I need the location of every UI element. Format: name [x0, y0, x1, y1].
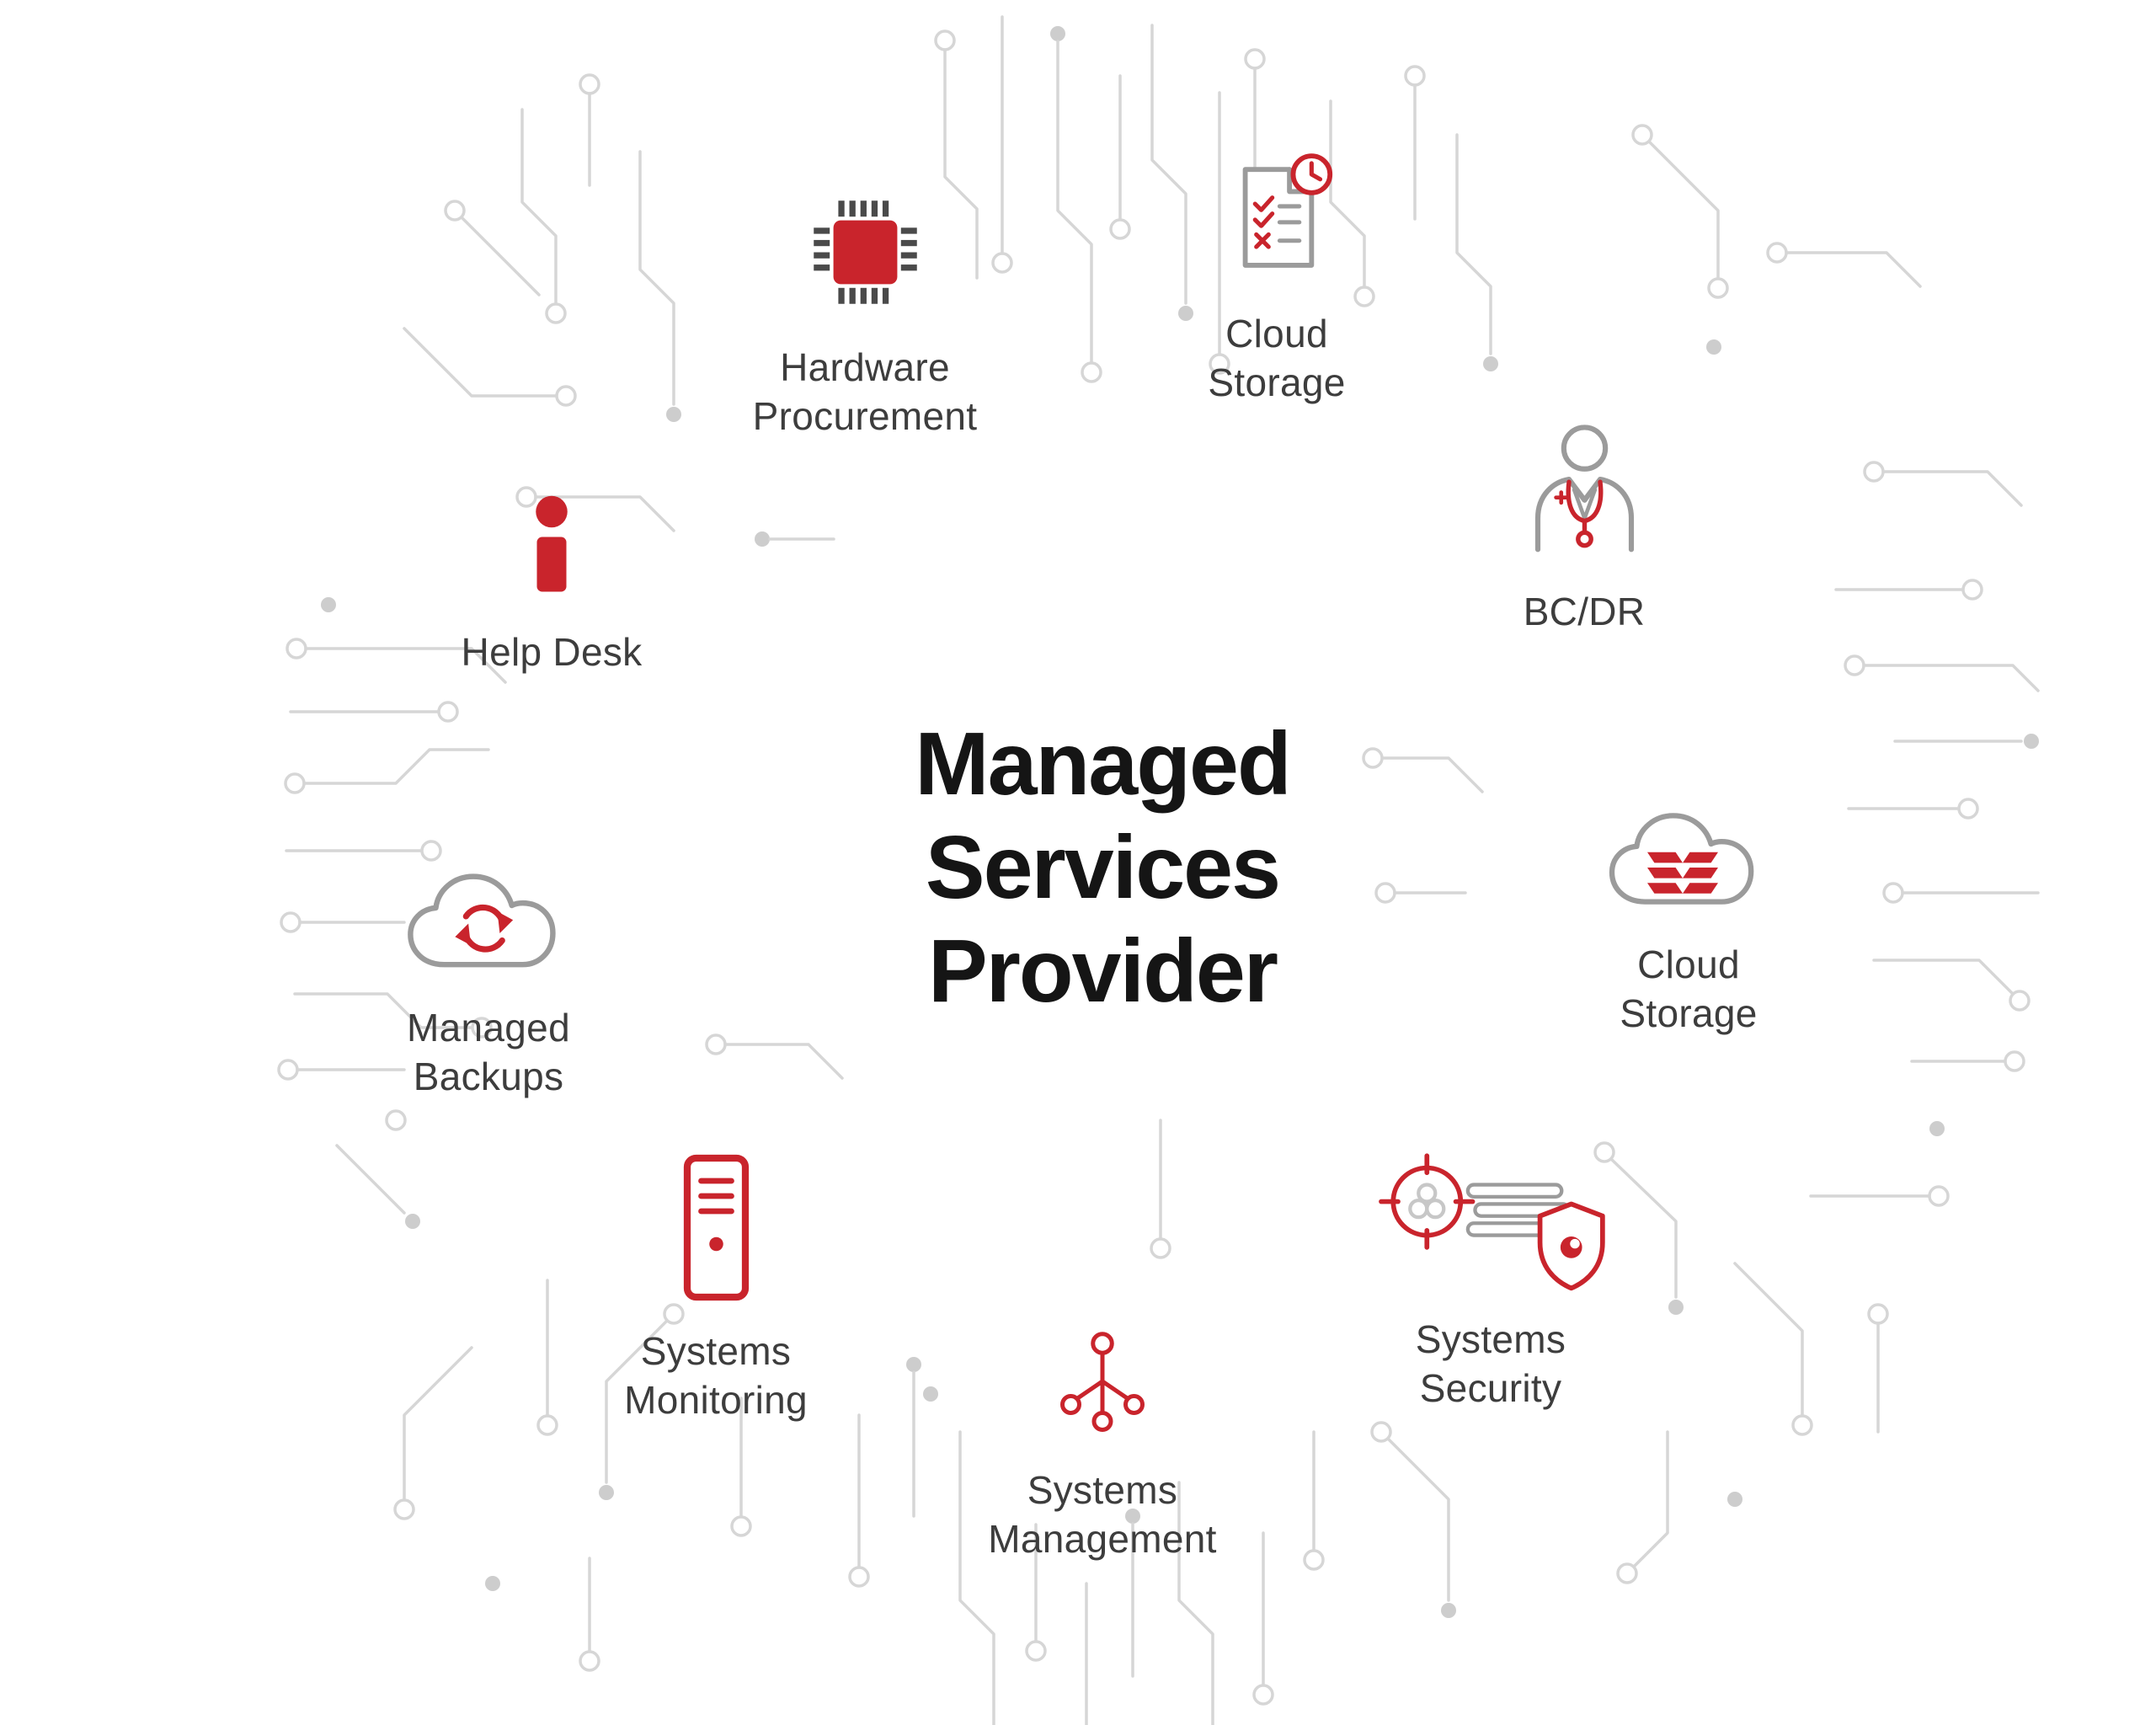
- target-shield-icon: [1379, 1153, 1605, 1291]
- service-hardware-procurement: Hardware Procurement: [671, 179, 1059, 441]
- service-label: Systems Management: [988, 1468, 1217, 1562]
- title-line-1: Managed: [915, 714, 1291, 814]
- service-label: Hardware Procurement: [752, 345, 978, 439]
- service-cloud-storage-top: Cloud Storage: [1083, 145, 1470, 408]
- service-label: Managed Backups: [407, 1006, 570, 1099]
- service-bcdr: BC/DR: [1390, 414, 1778, 636]
- chip-icon: [813, 200, 917, 304]
- service-label: Systems Security: [1415, 1317, 1566, 1411]
- service-label: Cloud Storage: [1208, 312, 1346, 405]
- cloud-sync-icon: [407, 873, 556, 968]
- title-line-3: Provider: [927, 921, 1278, 1021]
- page-title: Managed Services Provider: [915, 713, 1291, 1023]
- service-label: BC/DR: [1523, 590, 1646, 633]
- service-help-desk: Help Desk: [358, 484, 745, 676]
- cloud-stripes-icon: [1609, 813, 1754, 905]
- service-cloud-storage-right: Cloud Storage: [1495, 800, 1882, 1039]
- service-systems-security: Systems Security: [1297, 1141, 1684, 1413]
- service-systems-monitoring: Systems Monitoring: [522, 1146, 910, 1425]
- service-label: Help Desk: [461, 630, 643, 674]
- node-tree-icon: [1060, 1332, 1145, 1432]
- title-line-2: Services: [925, 817, 1281, 917]
- server-icon: [683, 1154, 749, 1301]
- document-clock-icon: [1242, 153, 1332, 268]
- service-systems-management: Systems Management: [909, 1322, 1296, 1564]
- service-label: Systems Monitoring: [624, 1329, 808, 1423]
- doctor-icon: [1534, 425, 1634, 553]
- service-managed-backups: Managed Backups: [295, 861, 682, 1102]
- info-icon: [536, 495, 568, 592]
- service-label: Cloud Storage: [1620, 943, 1758, 1036]
